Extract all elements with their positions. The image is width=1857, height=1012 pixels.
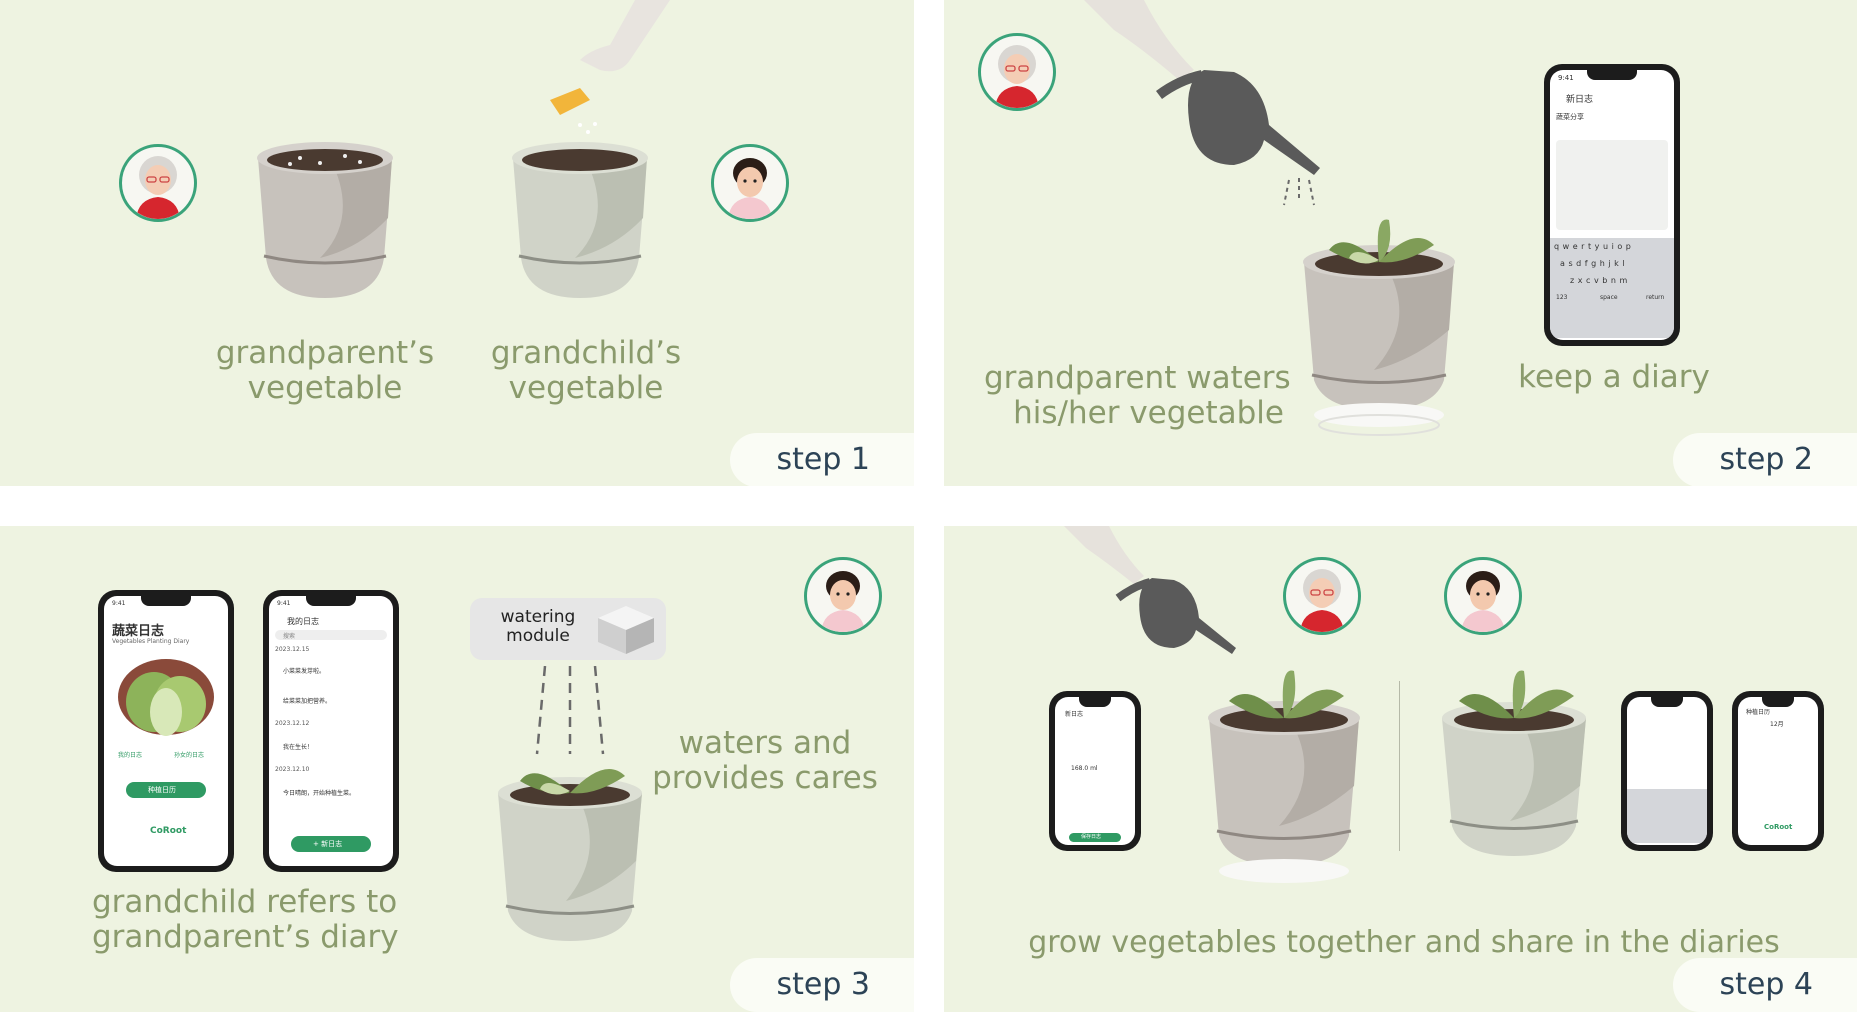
watering-can-illustration: [1064, 526, 1236, 654]
watering-module-label: watering module: [488, 608, 588, 646]
module-label-line: watering: [500, 607, 576, 627]
diary-phone-mockup: 9:41 新日志 蔬菜分享 q w e r t y u i o p a s d …: [1544, 64, 1680, 346]
key-space[interactable]: space: [1600, 294, 1618, 301]
grandchild-refers-caption: grandchild refers to grandparent’s diary: [92, 884, 399, 955]
grandchild-vegetable-caption: grandchild’s vegetable: [456, 336, 716, 406]
step-label: step 2: [1673, 433, 1857, 486]
entry-date: 2023.12.15: [275, 646, 310, 653]
brand-logo: CoRoot: [150, 826, 187, 836]
keyboard-row-3[interactable]: z x c v b n m: [1570, 276, 1628, 285]
caption-line: his/her vegetable: [1013, 395, 1284, 431]
step-label: step 3: [730, 958, 914, 1012]
caption-line: grandchild refers to: [92, 884, 398, 920]
new-diary-label: + 新日志: [313, 840, 343, 848]
screen-title: 种植日历: [1746, 709, 1771, 716]
caption-line: provides cares: [652, 760, 878, 796]
diary-keyboard-phone-mockup: [1621, 691, 1713, 851]
grandparent-waters-caption: grandparent waters his/her vegetable: [984, 360, 1291, 431]
grandchild-avatar: [1444, 557, 1522, 635]
caption-line: grandparent’s: [215, 335, 435, 371]
grandparent-vegetable-caption: grandparent’s vegetable: [195, 336, 455, 406]
water-stream-dashes: [535, 666, 605, 755]
phone-time: 9:41: [112, 600, 126, 607]
watering-can-illustration: [1084, 0, 1320, 206]
hand-sowing-seeds-illustration: [550, 0, 670, 134]
keep-diary-caption: keep a diary: [1518, 359, 1710, 395]
panel-divider: [1399, 681, 1400, 851]
key-123[interactable]: 123: [1556, 294, 1568, 301]
screen-title: 新日志: [1065, 711, 1084, 718]
grandchild-avatar: [804, 557, 882, 635]
phone-time: 9:41: [1558, 74, 1574, 82]
diary-text-area[interactable]: [1556, 140, 1668, 230]
caption-line: grandparent’s diary: [92, 919, 399, 955]
grandparent-avatar: [978, 33, 1056, 111]
search-input[interactable]: 搜索: [275, 630, 387, 640]
diary-entry[interactable]: 我在生长！: [283, 744, 314, 751]
diary-home-phone-mockup: 9:41 蔬菜日志 Vegetables Planting Diary 我的日志…: [98, 590, 234, 872]
grandchild-avatar: [711, 144, 789, 222]
keyboard[interactable]: [1550, 238, 1674, 338]
panel-step-2: 9:41 新日志 蔬菜分享 q w e r t y u i o p a s d …: [944, 0, 1857, 486]
grandparent-pot-illustration: [257, 142, 393, 298]
new-diary-button[interactable]: + 新日志: [291, 836, 371, 852]
search-placeholder: 搜索: [283, 633, 296, 640]
caption-line: vegetable: [508, 370, 664, 406]
grandchild-plant-pot-illustration: [498, 768, 642, 941]
planting-calendar-button[interactable]: 种植日历: [126, 782, 206, 798]
watering-module-badge: watering module: [470, 598, 666, 660]
diary-entry[interactable]: 给菜菜加把营养。: [283, 698, 332, 705]
panel-step-1: grandparent’s vegetable grandchild’s veg…: [0, 0, 914, 486]
keyboard-row-2[interactable]: a s d f g h j k l: [1560, 259, 1626, 268]
grandparent-plant-pot-illustration: [1208, 670, 1360, 883]
caption-line: waters and: [678, 725, 852, 761]
grandparent-avatar: [1283, 557, 1361, 635]
caption-line: vegetable: [247, 370, 403, 406]
screen-title: 我的日志: [287, 617, 319, 626]
planting-calendar-label: 种植日历: [148, 786, 176, 794]
panel-step-4: 新日志 168.0 ml 保存日志 种植日历: [944, 526, 1857, 1012]
app-subtitle: Vegetables Planting Diary: [112, 638, 190, 645]
phone-section: 蔬菜分享: [1556, 113, 1584, 121]
grandparent-avatar: [119, 144, 197, 222]
phone-time: 9:41: [277, 600, 291, 607]
module-label-line: module: [506, 626, 570, 646]
planting-calendar-phone-mockup: 种植日历 12月 CoRoot: [1732, 691, 1824, 851]
caption-line: grandchild’s: [490, 335, 682, 371]
diary-entry[interactable]: 小菜菜发芽啦。: [283, 668, 326, 675]
keyboard-row-1[interactable]: q w e r t y u i o p: [1554, 242, 1632, 251]
save-diary-button[interactable]: 保存日志: [1069, 833, 1121, 842]
waters-and-provides-caption: waters and provides cares: [640, 726, 890, 796]
grandparent-plant-pot-illustration: [1303, 219, 1455, 436]
key-return[interactable]: return: [1646, 294, 1665, 301]
diary-entry[interactable]: 今日晴朗，开始种植生菜。: [283, 790, 356, 797]
grow-together-caption: grow vegetables together and share in th…: [1028, 925, 1780, 960]
grandchild-plant-pot-illustration: [1442, 670, 1586, 856]
phone-title: 新日志: [1566, 95, 1594, 105]
grandchild-pot-illustration: [512, 142, 648, 298]
lettuce-image: [118, 659, 214, 736]
app-title: 蔬菜日志: [112, 624, 165, 639]
my-diary-list-phone-mockup: 9:41 我的日志 搜索 2023.12.15 小菜菜发芽啦。 给菜菜加把营养。…: [263, 590, 399, 872]
water-amount[interactable]: 168.0 ml: [1071, 765, 1098, 772]
entry-date: 2023.12.10: [275, 766, 310, 773]
save-diary-label: 保存日志: [1081, 834, 1102, 840]
my-diary-button[interactable]: 我的日志: [118, 752, 143, 759]
calendar-month: 12月: [1770, 721, 1784, 728]
panel-step-3: 9:41 蔬菜日志 Vegetables Planting Diary 我的日志…: [0, 526, 914, 1012]
step-label: step 1: [730, 433, 914, 486]
entry-date: 2023.12.12: [275, 720, 310, 727]
grandchild-diary-button[interactable]: 孙女的日志: [174, 752, 205, 759]
watering-log-phone-mockup: 新日志 168.0 ml 保存日志: [1049, 691, 1141, 851]
caption-line: grandparent waters: [984, 360, 1291, 396]
keyboard[interactable]: [1627, 789, 1707, 843]
watering-module-cube-icon: [598, 606, 654, 654]
brand-logo: CoRoot: [1764, 823, 1793, 831]
step-label: step 4: [1673, 958, 1857, 1012]
